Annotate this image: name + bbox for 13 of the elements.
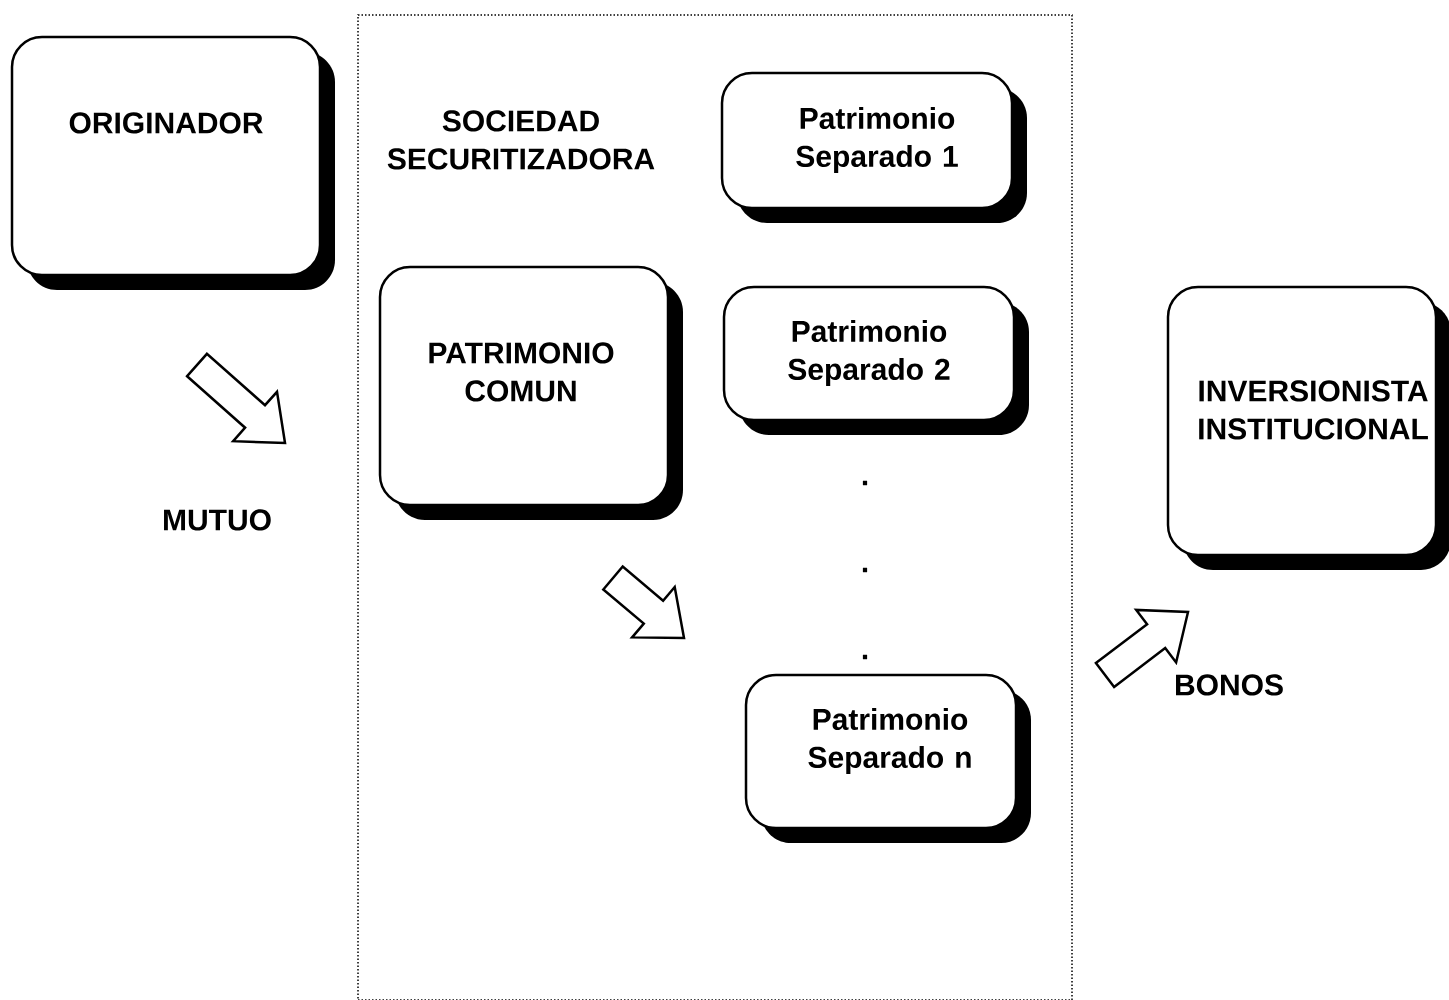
process-box: Patrimonio Separado 2	[722, 285, 1029, 435]
process-box: PATRIMONIO COMUN	[378, 265, 683, 520]
process-box: ORIGINADOR	[10, 35, 335, 290]
ellipsis-dot: .	[862, 480, 868, 486]
process-box: Patrimonio Separado n	[744, 673, 1031, 843]
edge-label: MUTUO	[164, 509, 271, 531]
ellipsis-dot: .	[862, 567, 868, 573]
ellipsis-dot: .	[862, 654, 868, 660]
block-arrow	[185, 352, 287, 445]
process-box: INVERSIONISTA INSTITUCIONAL	[1166, 285, 1449, 570]
block-arrow	[1094, 608, 1190, 689]
edge-label: BONOS	[1176, 674, 1283, 696]
process-box: Patrimonio Separado 1	[720, 71, 1027, 223]
